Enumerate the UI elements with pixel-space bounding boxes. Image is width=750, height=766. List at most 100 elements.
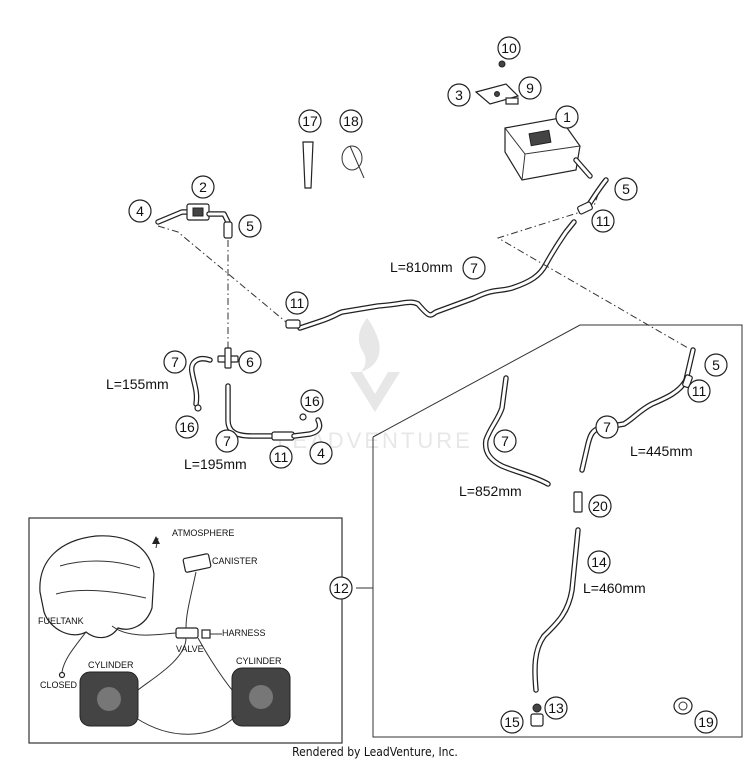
callout-circle <box>614 177 638 201</box>
valve-part <box>155 203 233 239</box>
callout-circle <box>339 109 363 133</box>
callout-circle <box>704 353 728 377</box>
callout-number: 11 <box>596 213 611 229</box>
length-label-810: L=810mm <box>390 259 453 275</box>
callout-circle <box>500 710 524 734</box>
hose-852 <box>482 375 551 487</box>
hose-810 <box>297 219 577 331</box>
seal-part <box>532 703 542 713</box>
callout-number: 10 <box>501 40 517 56</box>
callout-number: 17 <box>302 113 318 129</box>
inset-label-canister: CANISTER <box>212 556 258 566</box>
callout-number: 16 <box>179 419 195 435</box>
callout-20: 20 <box>588 494 612 518</box>
callout-number: 5 <box>246 218 254 234</box>
callout-10: 10 <box>497 36 521 60</box>
inset-label-closed: CLOSED <box>40 680 78 690</box>
callout-14: 14 <box>587 550 611 574</box>
callout-number: 3 <box>455 87 463 103</box>
nut-part <box>498 60 506 68</box>
callout-3: 3 <box>447 83 471 107</box>
strap-part <box>302 141 314 189</box>
bracket-part <box>474 60 520 105</box>
callout-5: 5 <box>704 353 728 377</box>
callout-4: 4 <box>128 199 152 223</box>
system-inset: ATMOSPHERE CANISTER FUELTANK HARNESS VAL… <box>28 517 343 744</box>
callout-circle <box>591 209 615 233</box>
callout-circle <box>447 83 471 107</box>
callout-circle <box>544 696 568 720</box>
harness-plug-drawing <box>201 629 211 639</box>
clip-part <box>505 97 519 105</box>
callout-circle <box>595 415 619 439</box>
callout-11: 11 <box>269 445 293 469</box>
callout-circle <box>329 576 353 600</box>
callout-circle <box>588 494 612 518</box>
connector-part <box>285 319 301 329</box>
callout-5: 5 <box>238 214 262 238</box>
callout-circle <box>687 379 711 403</box>
callout-circle <box>238 214 262 238</box>
callout-2: 2 <box>191 175 215 199</box>
callout-7: 7 <box>493 429 517 453</box>
callout-circle <box>163 350 187 374</box>
inset-label-atmosphere: ATMOSPHERE <box>172 528 234 538</box>
callout-circle <box>694 710 718 734</box>
callout-circle <box>462 256 486 280</box>
callout-circle <box>191 175 215 199</box>
callout-number: 7 <box>171 354 179 370</box>
valve-drawing <box>175 627 199 639</box>
callout-number: 13 <box>548 700 564 716</box>
callout-circle <box>175 415 199 439</box>
arrow-icon <box>152 536 160 544</box>
callout-circle <box>269 445 293 469</box>
callout-number: 7 <box>470 260 478 276</box>
cable-tie-part <box>341 145 365 179</box>
leader-line <box>496 209 689 349</box>
callout-circle <box>493 429 517 453</box>
callout-circle <box>309 441 333 465</box>
inset-label-fueltank: FUELTANK <box>38 616 84 626</box>
callout-number: 6 <box>246 354 254 370</box>
callout-11: 11 <box>687 379 711 403</box>
callout-circle <box>128 199 152 223</box>
callout-4: 4 <box>309 441 333 465</box>
callout-7: 7 <box>215 429 239 453</box>
callout-circle <box>555 105 579 129</box>
callout-number: 7 <box>603 419 611 435</box>
callout-number: 12 <box>333 580 349 596</box>
length-label-852: L=852mm <box>459 483 522 499</box>
callout-number: 7 <box>223 433 231 449</box>
callout-11: 11 <box>285 291 309 315</box>
footer-credit: Rendered by LeadVenture, Inc. <box>292 745 458 759</box>
callout-number: 1 <box>563 109 571 125</box>
callout-circle <box>238 350 262 374</box>
callout-circle <box>587 550 611 574</box>
fitting-part <box>573 491 583 513</box>
watermark-flame-icon <box>358 318 380 372</box>
length-label-155: L=155mm <box>106 376 169 392</box>
callout-circle <box>300 389 324 413</box>
plug-part <box>530 713 544 727</box>
leader-line <box>157 225 287 323</box>
callout-circle <box>215 429 239 453</box>
callout-number: 4 <box>136 203 144 219</box>
callout-number: 15 <box>504 714 520 730</box>
inset-label-cylinder-left: CYLINDER <box>88 660 134 670</box>
hose-445 <box>579 347 696 473</box>
clamp-part-19 <box>673 697 693 715</box>
subassembly-frame <box>356 324 743 738</box>
inset-label-valve: VALVE <box>176 644 204 654</box>
callout-7: 7 <box>163 350 187 374</box>
callout-circle <box>298 109 322 133</box>
callout-15: 15 <box>500 710 524 734</box>
callout-17: 17 <box>298 109 322 133</box>
fuel-tank-drawing <box>39 535 155 639</box>
callout-19: 19 <box>694 710 718 734</box>
callout-number: 11 <box>290 295 305 311</box>
callout-13: 13 <box>544 696 568 720</box>
length-label-460: L=460mm <box>583 580 646 596</box>
canister-part <box>504 117 593 181</box>
